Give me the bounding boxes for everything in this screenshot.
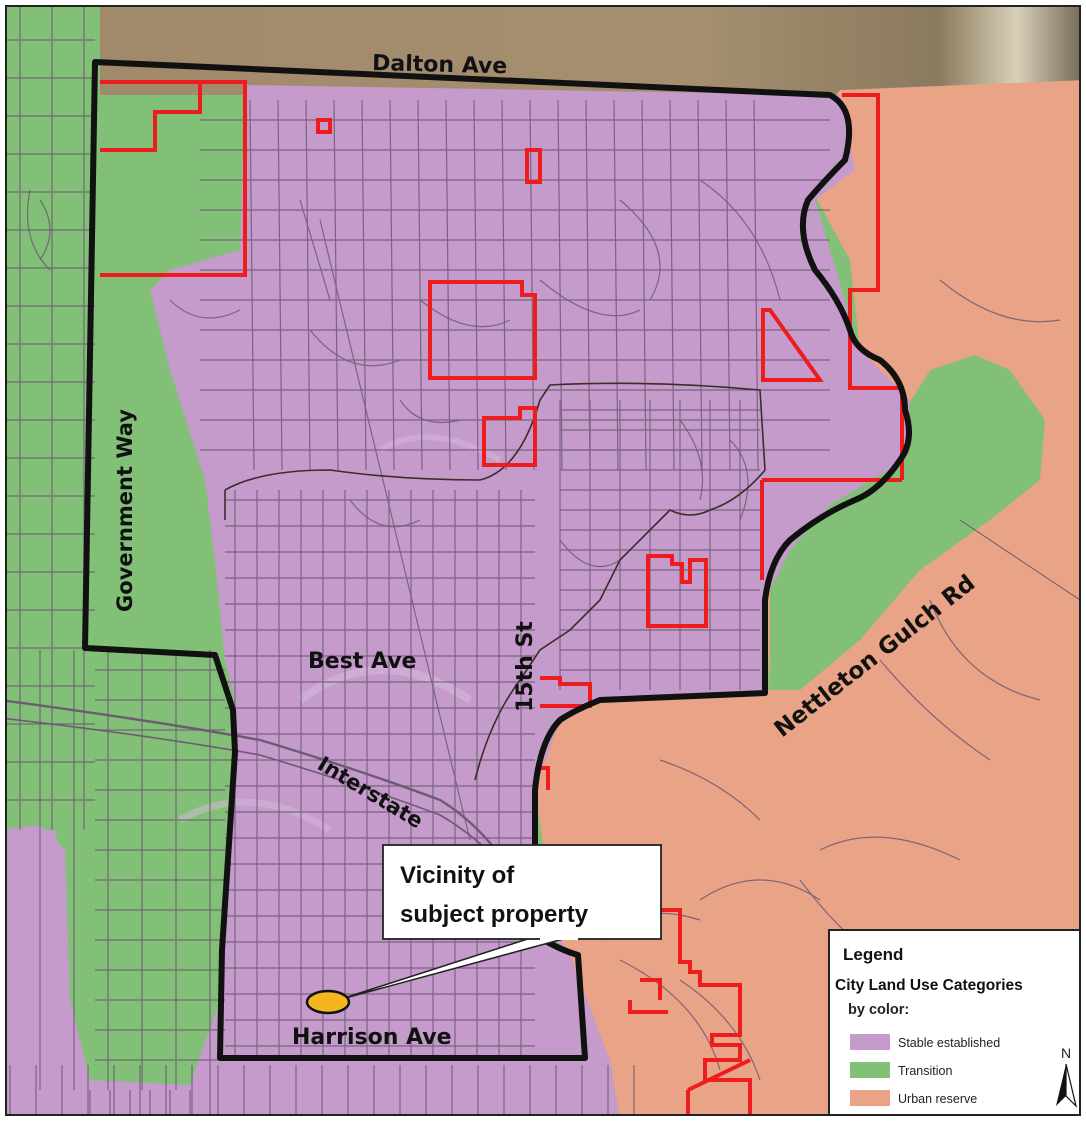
planning-boundary	[82, 59, 912, 1061]
legend-by-color: by color:	[848, 1002, 909, 1018]
map-frame	[5, 5, 1081, 1116]
north-label: N	[1061, 1045, 1071, 1061]
trail-north	[224, 382, 766, 781]
stable-established-area	[6, 85, 910, 1115]
transition-area-east	[770, 355, 1045, 690]
parcel-center	[428, 280, 537, 380]
stable-established-southwest	[6, 830, 80, 1100]
street-label-government: Government Way	[113, 409, 137, 612]
subject-property-callout: Vicinity of subject property	[305, 844, 662, 1015]
parcel-northwest	[100, 80, 247, 277]
legend-swatch-urban	[850, 1090, 890, 1106]
subject-property-marker[interactable]	[305, 989, 351, 1015]
parcel-triangle	[761, 308, 824, 382]
legend-subtitle: City Land Use Categories	[835, 977, 1023, 994]
legend-item-stable: Stable established	[898, 1036, 1000, 1050]
legend-item-urban: Urban reserve	[898, 1092, 977, 1106]
legend-item-transition: Transition	[898, 1064, 952, 1078]
legend-box	[828, 929, 1080, 1115]
parcel-east-lower	[760, 478, 902, 580]
parcel-mid	[482, 406, 537, 467]
street-label-best: Best Ave	[308, 649, 416, 674]
road-network	[6, 6, 830, 1115]
callout-box	[382, 844, 662, 940]
parcel-southeast	[628, 908, 752, 1115]
parcel-small-rect	[525, 148, 542, 184]
parcel-south	[646, 554, 708, 628]
parcel-15th-lower	[540, 766, 550, 790]
legend-title: Legend	[843, 945, 903, 964]
legend-swatch-transition	[850, 1062, 890, 1078]
hills-area	[100, 6, 1080, 95]
street-label-dalton: Dalton Ave	[372, 51, 508, 79]
legend: Legend City Land Use Categories by color…	[828, 929, 1080, 1115]
parcel-small-square	[316, 118, 332, 134]
callout-line-1: Vicinity of	[400, 862, 515, 889]
street-label-15th: 15th St	[513, 621, 538, 712]
legend-swatch-stable	[850, 1034, 890, 1050]
interstate-corridor	[6, 699, 532, 901]
callout-line-2: subject property	[400, 901, 589, 928]
parcel-outlines	[100, 80, 904, 1115]
street-label-harrison: Harrison Ave	[292, 1025, 452, 1050]
parcel-southeast-bottom	[686, 1058, 751, 1115]
